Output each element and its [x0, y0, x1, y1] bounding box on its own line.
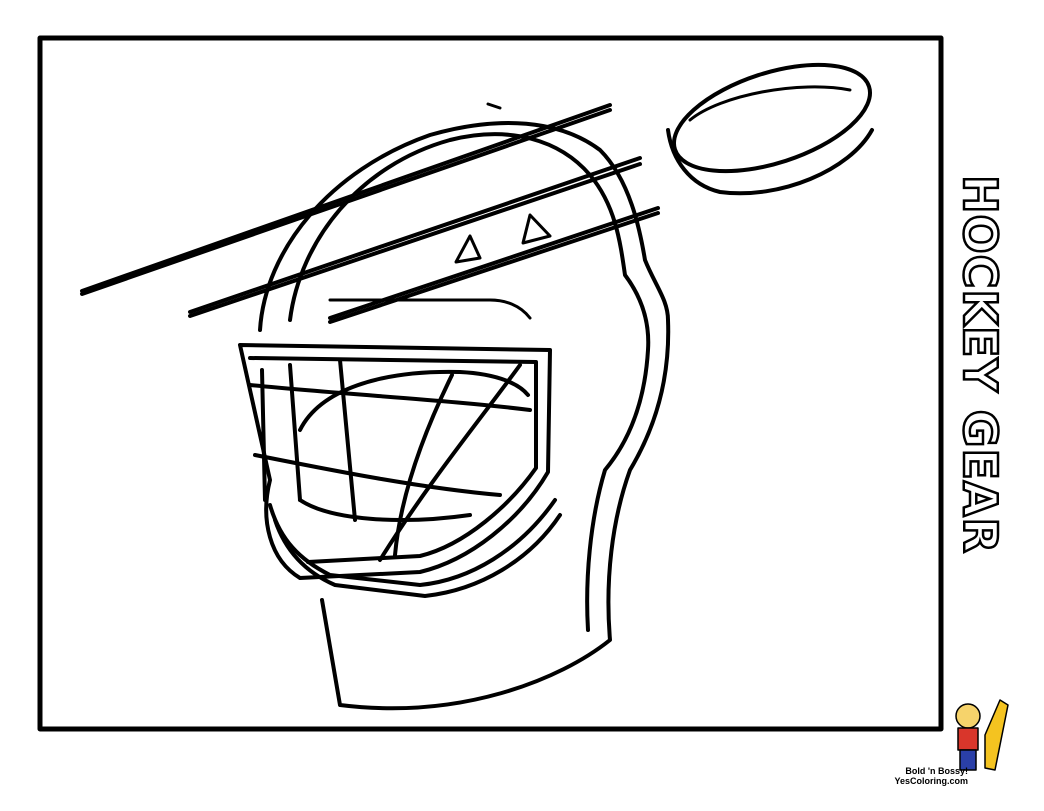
hockey-puck: [666, 62, 874, 196]
hockey-gear-title: HOCKEY GEAR: [930, 174, 1030, 615]
site-credit: Bold 'n Bossy! YesColoring.com: [868, 766, 968, 786]
page-frame: [37, 35, 944, 732]
yescoloring-mascot-logo: [955, 699, 1009, 771]
credit-site: YesColoring.com: [894, 776, 968, 786]
credit-tagline: Bold 'n Bossy!: [905, 766, 968, 776]
goalie-mask: [238, 102, 671, 711]
speed-lines: [80, 103, 660, 324]
title-text: HOCKEY GEAR: [952, 174, 1009, 555]
